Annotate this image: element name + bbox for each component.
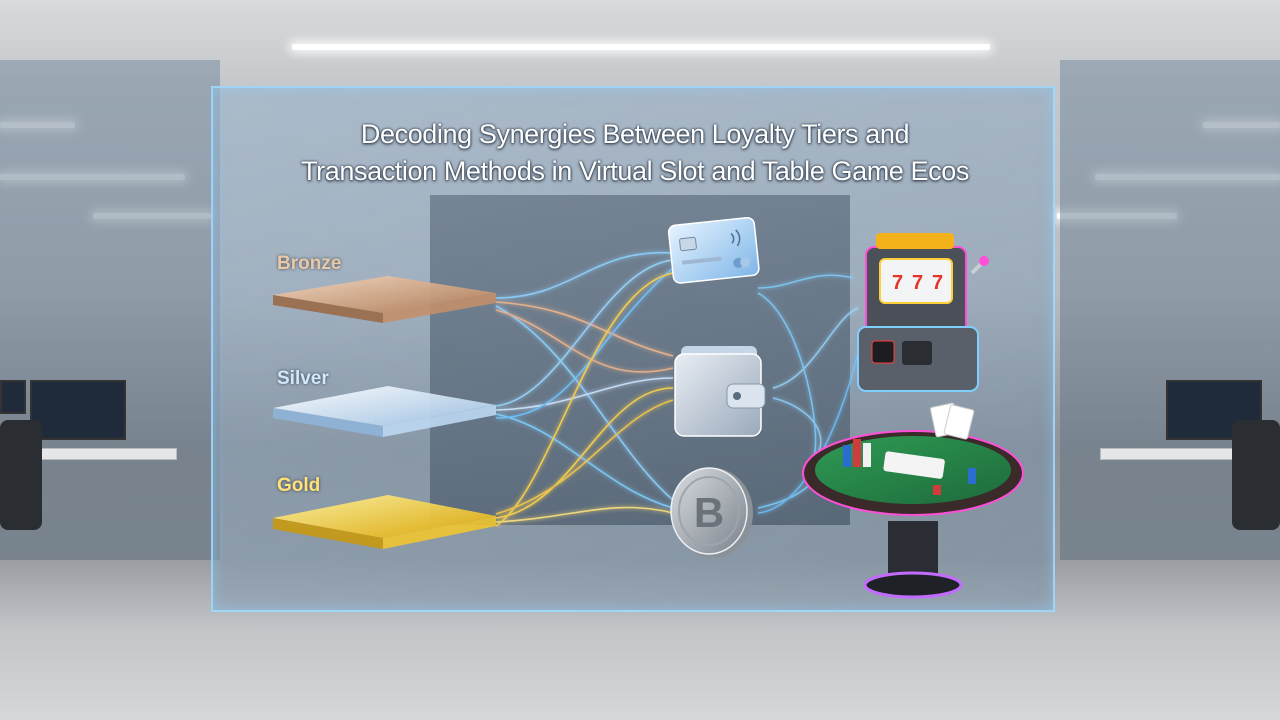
flow-line <box>495 301 674 357</box>
credit-card-icon <box>667 216 760 284</box>
flow-line <box>757 274 854 289</box>
glass-wall-left <box>0 60 220 640</box>
tier-label-gold: Gold <box>277 475 321 496</box>
flow-line <box>495 259 674 407</box>
title-line-1: Decoding Synergies Between Loyalty Tiers… <box>360 119 910 149</box>
flow-line <box>495 305 674 501</box>
bitcoin-coin-icon: B <box>670 467 753 558</box>
svg-text:B: B <box>694 489 724 536</box>
tier-to-payment-flows <box>495 251 674 527</box>
ceiling-light <box>292 44 990 50</box>
tier-platform-bronze <box>273 276 496 323</box>
flow-line <box>772 397 822 461</box>
wallet-icon <box>674 346 766 437</box>
flow-diagram: B 7 7 7 <box>273 216 1024 599</box>
office-chair <box>1232 420 1280 530</box>
flow-line <box>757 292 817 459</box>
monitor <box>30 380 126 440</box>
flow-line <box>495 387 674 519</box>
flow-line <box>495 272 674 527</box>
flow-line <box>772 307 859 389</box>
poker-table-icon <box>802 402 1024 599</box>
tier-label-bronze: Bronze <box>277 253 342 274</box>
tier-platform-gold <box>273 495 496 549</box>
svg-text:7: 7 <box>892 272 903 294</box>
flow-line <box>495 377 674 411</box>
diagram-panel: Decoding Synergies Between Loyalty Tiers… <box>211 86 1055 612</box>
diagram-title: Decoding Synergies Between Loyalty Tiers… <box>213 116 1057 190</box>
flow-line <box>495 413 674 509</box>
title-line-2: Transaction Methods in Virtual Slot and … <box>301 156 969 186</box>
flow-line <box>495 399 674 515</box>
flow-line <box>495 251 674 299</box>
svg-text:7: 7 <box>912 272 923 294</box>
tier-label-silver: Silver <box>277 368 329 389</box>
glass-wall-right <box>1060 60 1280 640</box>
svg-text:7: 7 <box>932 272 943 294</box>
tier-platform-silver <box>273 386 496 437</box>
flow-line <box>495 267 674 419</box>
flow-line <box>495 309 674 373</box>
desk <box>20 448 177 460</box>
flow-line <box>495 506 674 523</box>
slot-machine-icon: 7 7 7 <box>857 233 989 392</box>
monitor <box>0 380 26 414</box>
office-chair <box>0 420 42 530</box>
